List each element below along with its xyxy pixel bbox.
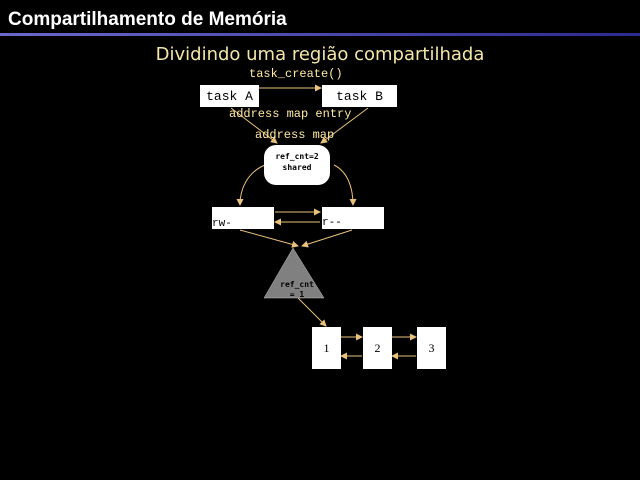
shared-to-left-arrow: [236, 164, 266, 206]
task-b-to-shared-arrow: [320, 107, 369, 144]
page-2-box: 2: [363, 327, 392, 369]
task-b-label: task B: [336, 88, 383, 104]
page-2-label: 2: [374, 340, 381, 355]
right-perm-label: r--: [322, 217, 342, 229]
task-a-box: task A: [200, 85, 259, 107]
task-a-label: task A: [206, 88, 253, 104]
object-refcount-line2: = 1: [289, 290, 305, 299]
shared-refcount-box: ref_cnt=2 shared: [264, 145, 330, 185]
address-map-label: address map: [255, 128, 335, 142]
page-1-label: 1: [323, 340, 330, 355]
shared-to-right-arrow: [333, 164, 357, 206]
task-create-label: task_create(): [249, 67, 343, 81]
slide-title: Compartilhamento de Memória: [8, 9, 287, 30]
object-refcount-line1: ref_cnt: [280, 280, 314, 289]
left-map-to-object-arrow: [239, 229, 299, 248]
left-map-entry-box: [212, 207, 274, 229]
title-underline: [0, 33, 640, 36]
page-3-label: 3: [428, 340, 435, 355]
shared-flag-text: shared: [282, 163, 312, 172]
object-refcount-label: ref_cnt = 1: [272, 280, 322, 300]
page-1-box: 1: [312, 327, 341, 369]
task-b-box: task B: [322, 85, 397, 107]
page-3-box: 3: [417, 327, 446, 369]
right-map-to-object-arrow: [301, 229, 353, 248]
shared-object-triangle: [263, 247, 325, 299]
address-map-entry-label: address map entry: [229, 107, 352, 121]
object-to-page1-arrow: [297, 297, 327, 327]
task-a-to-shared-arrow: [230, 107, 278, 144]
left-perm-label: rw-: [212, 218, 232, 230]
shared-refcount-text: ref_cnt=2: [275, 152, 319, 161]
right-map-entry-box: [322, 207, 384, 229]
slide-subtitle: Dividindo uma região compartilhada: [155, 44, 485, 65]
